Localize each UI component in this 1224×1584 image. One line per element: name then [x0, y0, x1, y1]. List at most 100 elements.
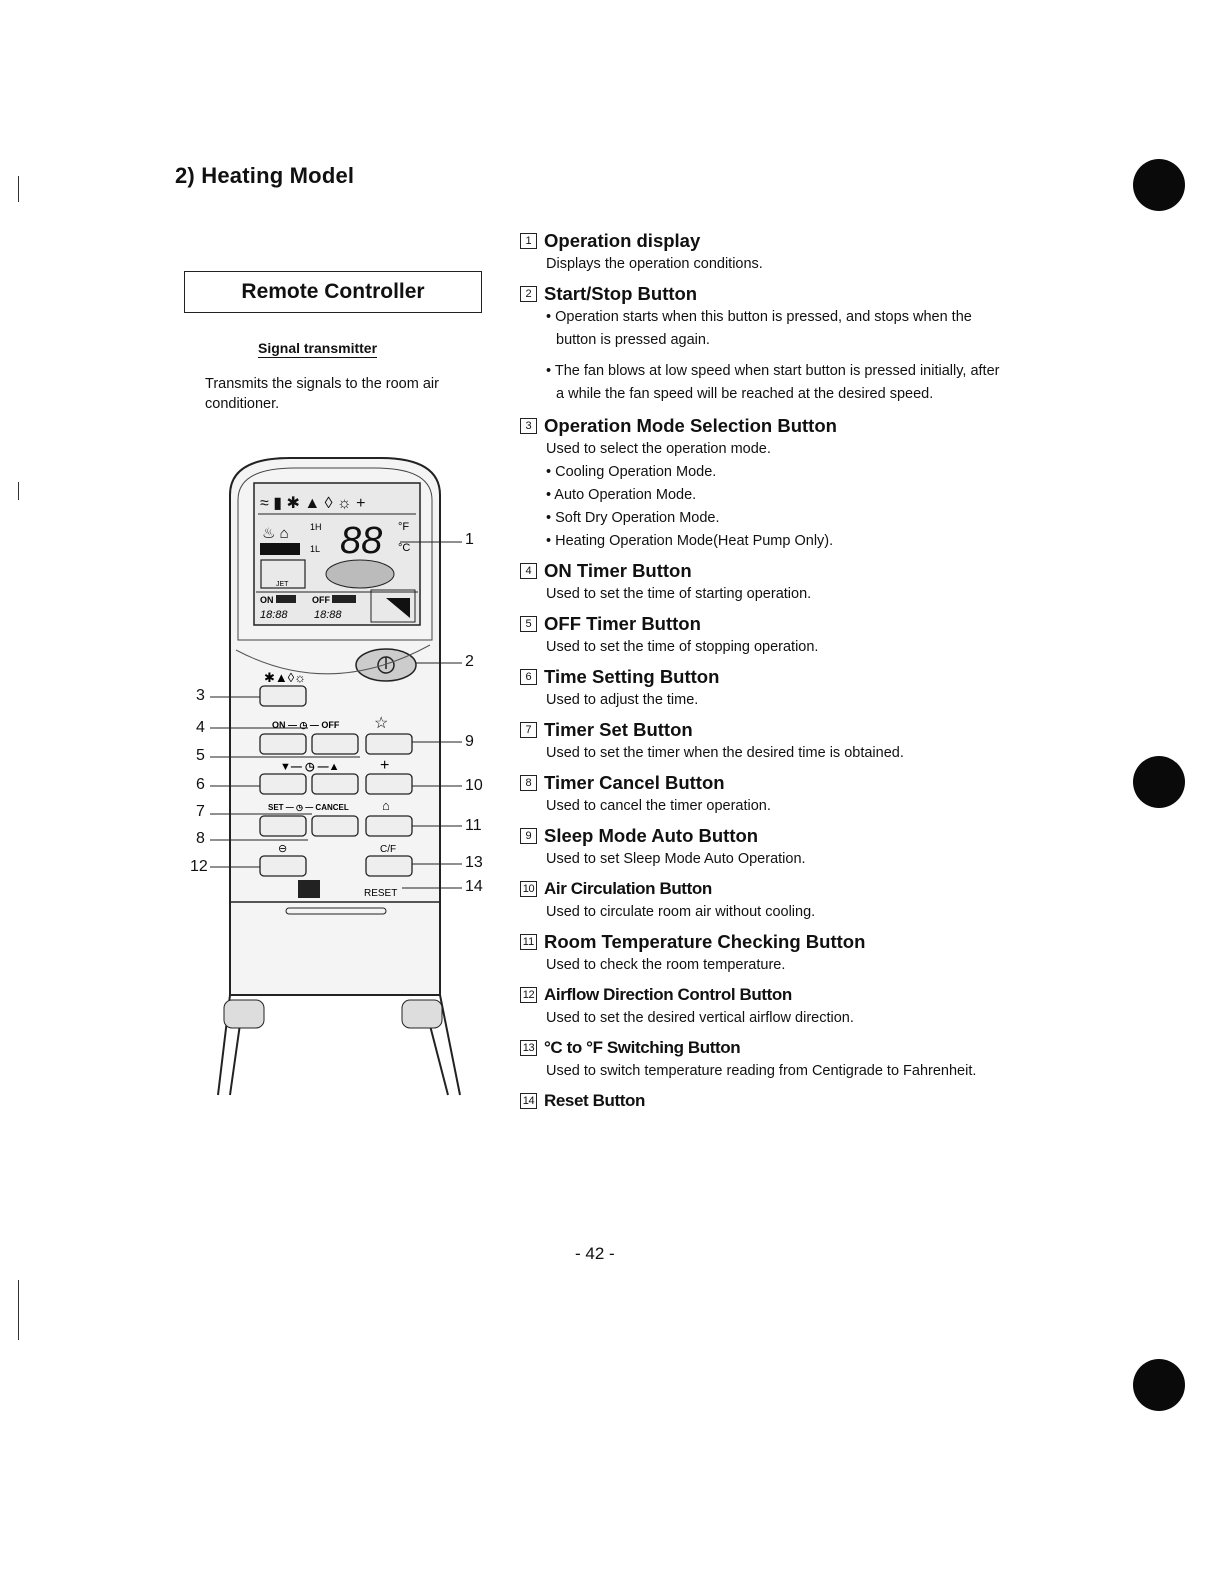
svg-text:+: +: [380, 757, 389, 774]
item-description: Used to set Sleep Mode Auto Operation.: [546, 851, 806, 867]
binder-hole-dot: [1133, 1359, 1185, 1411]
item-description: Used to switch temperature reading from …: [546, 1063, 977, 1079]
item-number-box: 2: [520, 286, 537, 302]
binder-hole-dot: [1133, 756, 1185, 808]
callout-10: 10: [465, 777, 483, 794]
item-description: Displays the operation conditions.: [546, 256, 763, 272]
item-description: Used to set the desired vertical airflow…: [546, 1010, 854, 1026]
item-number-box: 7: [520, 722, 537, 738]
item-list-entry: • Heating Operation Mode(Heat Pump Only)…: [546, 533, 834, 549]
item-number-box: 9: [520, 828, 537, 844]
callout-9: 9: [465, 733, 474, 750]
lcd-temperature: 88: [340, 520, 382, 562]
item-list-entry: • Auto Operation Mode.: [546, 487, 697, 503]
item-description: Used to cancel the timer operation.: [546, 798, 771, 814]
item-description: Used to adjust the time.: [546, 692, 699, 708]
remote-controller-title: Remote Controller: [241, 280, 425, 303]
item-number-box: 14: [520, 1093, 537, 1109]
svg-text:C/F: C/F: [380, 844, 396, 855]
item-airflow-direction-control-button: 12 Airflow Direction Control Button Used …: [520, 983, 1000, 1030]
item-time-setting-button: 6 Time Setting Button Used to adjust the …: [520, 665, 1000, 712]
item-number-box: 1: [520, 233, 537, 249]
callout-12: 12: [190, 858, 208, 875]
item-title: OFF Timer Button: [544, 613, 701, 634]
svg-text:☆: ☆: [374, 715, 388, 732]
svg-text:18:88: 18:88: [314, 609, 342, 621]
signal-transmitter-description: Transmits the signals to the room air co…: [205, 376, 439, 412]
callout-13: 13: [465, 854, 483, 871]
item-bullet: • The fan blows at low speed when start …: [546, 363, 1000, 402]
callout-1: 1: [465, 531, 474, 548]
svg-text:°C: °C: [398, 542, 410, 554]
item-number-box: 13: [520, 1040, 537, 1056]
callout-7: 7: [196, 803, 205, 820]
item-number-box: 6: [520, 669, 537, 685]
svg-text:°F: °F: [398, 521, 409, 533]
svg-text:ON — ◷ — OFF: ON — ◷ — OFF: [272, 720, 340, 730]
callout-5: 5: [196, 747, 205, 764]
item-number-box: 8: [520, 775, 537, 791]
svg-text:JET: JET: [276, 581, 289, 588]
item-description: Used to circulate room air without cooli…: [546, 904, 816, 920]
item-start-stop-button: 2 Start/Stop Button • Operation starts wh…: [520, 282, 1000, 406]
remote-controller-illustration: ≈ ▮ ✱ ▲ ◊ ☼ + ♨ ⌂ 1H 1L 88 °F °C JET ON …: [210, 457, 462, 1096]
item-description: Used to set the timer when the desired t…: [546, 745, 904, 761]
item-list-entry: • Cooling Operation Mode.: [546, 464, 717, 480]
callout-8: 8: [196, 830, 205, 847]
signal-transmitter-heading: Signal transmitter: [258, 340, 378, 356]
item-number-box: 4: [520, 563, 537, 579]
item-title: Airflow Direction Control Button: [544, 985, 792, 1004]
callout-2: 2: [465, 653, 474, 670]
item-operation-display: 1 Operation display Displays the operatio…: [520, 229, 1000, 276]
svg-text:♨ ⌂: ♨ ⌂: [262, 525, 289, 542]
svg-text:ON: ON: [260, 595, 274, 605]
callout-14: 14: [465, 878, 483, 895]
svg-text:SET — ◷ — CANCEL: SET — ◷ — CANCEL: [268, 803, 349, 812]
svg-text:1H: 1H: [310, 522, 322, 532]
item-title: Sleep Mode Auto Button: [544, 825, 759, 846]
item-sleep-mode-auto-button: 9 Sleep Mode Auto Button Used to set Slee…: [520, 824, 1000, 871]
item-number-box: 3: [520, 418, 537, 434]
item-title: Operation display: [544, 230, 701, 251]
svg-text:≈ ▮ ✱ ▲ ◊ ☼ +: ≈ ▮ ✱ ▲ ◊ ☼ +: [260, 495, 365, 512]
callout-3: 3: [196, 687, 205, 704]
item-bullet: • Operation starts when this button is p…: [546, 309, 972, 348]
item-description: Used to check the room temperature.: [546, 957, 786, 973]
callout-6: 6: [196, 776, 205, 793]
item-description: Used to set the time of stopping operati…: [546, 639, 819, 655]
page-number: - 42 -: [575, 1244, 615, 1263]
callout-11: 11: [465, 817, 482, 834]
item-title: Room Temperature Checking Button: [544, 931, 866, 952]
svg-text:✱▲◊☼: ✱▲◊☼: [264, 670, 306, 685]
mode-icons-row: ≈ ▮ ✱ ▲ ◊ ☼ +: [260, 495, 365, 512]
binder-hole-dot: [1133, 159, 1185, 211]
svg-text:OFF: OFF: [312, 595, 330, 605]
item-title: °C to °F Switching Button: [544, 1038, 741, 1057]
scan-edge-mark: [18, 482, 19, 500]
svg-text:1L: 1L: [310, 544, 320, 554]
item-c-to-f-switching-button: 13 °C to °F Switching Button Used to swit…: [520, 1036, 1000, 1083]
item-number-box: 10: [520, 881, 537, 897]
item-description: Used to select the operation mode.: [546, 441, 771, 457]
item-list-entry: • Soft Dry Operation Mode.: [546, 510, 720, 526]
button-descriptions: 1 Operation display Displays the operatio…: [520, 229, 1000, 1119]
item-number-box: 11: [520, 934, 537, 950]
item-title: Timer Set Button: [544, 719, 693, 740]
item-room-temperature-checking-button: 11 Room Temperature Checking Button Used …: [520, 930, 1000, 977]
remote-controller-title-box: Remote Controller: [184, 271, 482, 313]
item-title: Timer Cancel Button: [544, 772, 725, 793]
svg-text:RESET: RESET: [364, 888, 397, 899]
scan-edge-mark: [18, 1280, 19, 1340]
item-title: ON Timer Button: [544, 560, 692, 581]
item-title: Time Setting Button: [544, 666, 720, 687]
scan-edge-mark: [18, 176, 19, 202]
callout-4: 4: [196, 719, 205, 736]
item-title: Operation Mode Selection Button: [544, 415, 837, 436]
item-title: Start/Stop Button: [544, 283, 698, 304]
item-number-box: 12: [520, 987, 537, 1003]
fan-display-icon: [325, 559, 395, 589]
